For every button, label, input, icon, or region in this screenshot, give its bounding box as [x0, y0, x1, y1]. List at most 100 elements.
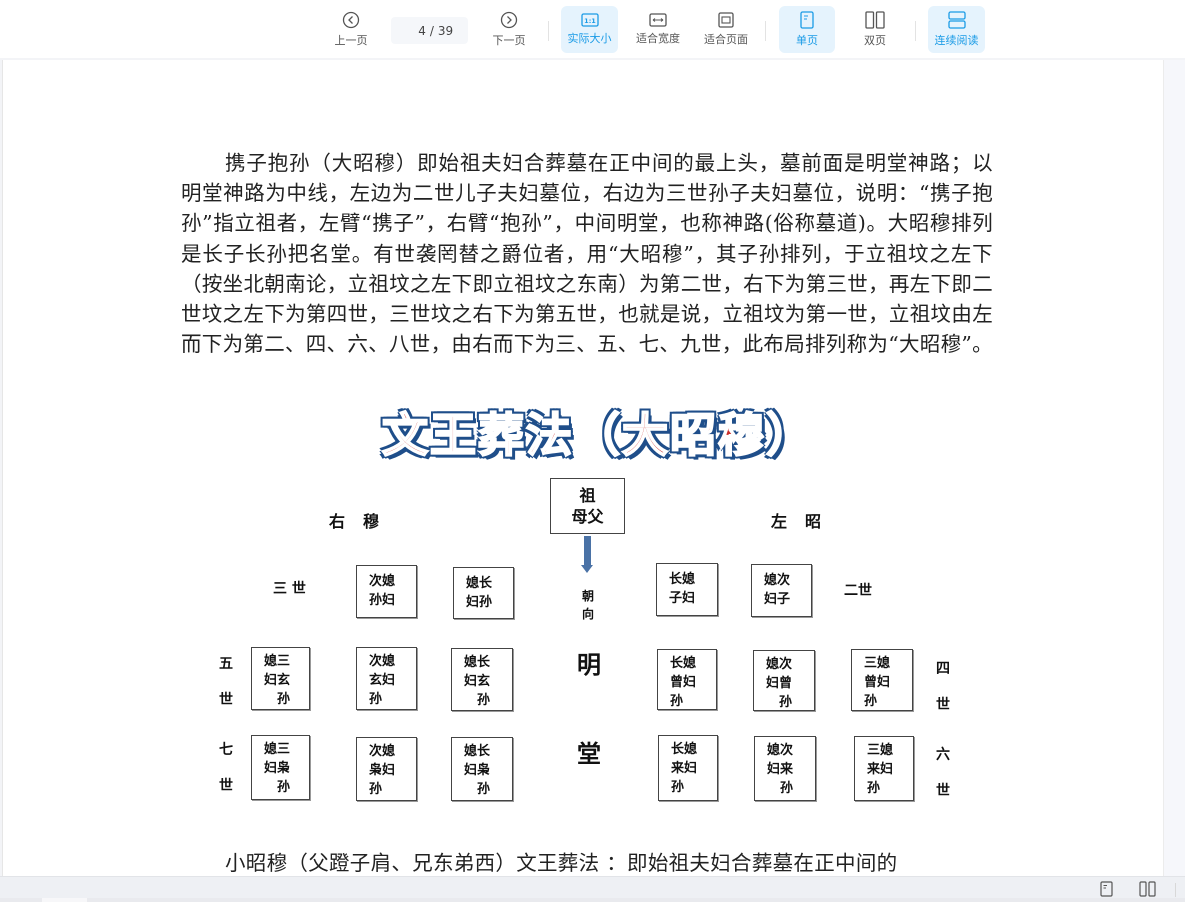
- fit-width-button[interactable]: 适合宽度: [630, 6, 686, 53]
- tomb-line: 长媳: [671, 742, 698, 757]
- tomb-line: 来妇: [671, 761, 698, 776]
- tomb-box-gen4-eldest: 长媳 曾妇 孙: [657, 649, 717, 710]
- toolbar-divider: [765, 21, 766, 41]
- gen-6-label: 六世: [934, 737, 952, 809]
- tomb-box-gen6-third: 三媳 来妇 孙: [854, 736, 914, 801]
- vertical-scrollbar[interactable]: [1163, 60, 1185, 876]
- tomb-line: 孙: [369, 692, 383, 707]
- gen-2-label: 二世: [844, 583, 872, 599]
- tomb-line: 孙: [864, 694, 878, 709]
- tomb-line: 孙: [477, 693, 491, 708]
- fit-page-label: 适合页面: [704, 33, 748, 46]
- double-page-icon: [865, 11, 885, 29]
- tomb-line: 妇孙: [466, 595, 493, 610]
- tomb-line: 媳长: [464, 655, 491, 670]
- tomb-box-gen7-eldest: 媳长 妇枭 孙: [451, 737, 513, 801]
- chevron-right-circle-icon: [500, 11, 518, 29]
- gen-4-label: 四世: [934, 651, 952, 723]
- prev-page-button[interactable]: 上一页: [328, 6, 374, 53]
- gen-5-label: 五世: [217, 646, 235, 718]
- continuous-reading-button[interactable]: 连续阅读: [928, 6, 985, 53]
- tomb-line: 孙: [670, 694, 684, 709]
- tomb-line: 孙: [780, 781, 794, 796]
- tomb-line: 妇曾: [766, 676, 793, 691]
- tomb-line: 长媳: [670, 656, 697, 671]
- ancestor-line: 母父: [571, 507, 604, 526]
- continuous-reading-label: 连续阅读: [934, 34, 979, 47]
- diagram-title: 文王葬法（大昭穆）: [381, 407, 814, 463]
- tomb-line: 长媳: [669, 572, 696, 587]
- tomb-line: 媳次: [767, 743, 794, 758]
- tomb-line: 妇玄: [264, 673, 291, 688]
- tomb-line: 媳三: [264, 742, 291, 757]
- tomb-line: 孙: [477, 782, 491, 797]
- next-page-button[interactable]: 下一页: [486, 6, 532, 53]
- gen-7-label: 七世: [217, 732, 235, 804]
- tomb-box-gen6-eldest: 长媳 来妇 孙: [658, 735, 718, 801]
- tomb-box-gen5-eldest: 媳长 妇玄 孙: [451, 648, 513, 711]
- hall-ming: 明: [577, 651, 601, 679]
- facing-label: 朝 向: [578, 587, 598, 623]
- fit-width-icon: [649, 13, 667, 27]
- current-page-input[interactable]: [405, 23, 426, 38]
- ancestor-box: 祖 母父: [550, 478, 625, 534]
- tomb-line: 媳三: [264, 654, 291, 669]
- tomb-box-gen4-second: 媳次 妇曾 孙: [753, 650, 815, 711]
- status-bar: [0, 876, 1185, 902]
- gen-char: 七: [219, 742, 233, 758]
- next-page-label: 下一页: [492, 34, 526, 47]
- toolbar-divider: [548, 21, 549, 41]
- paragraph-xiao-zhaomu: 小昭穆（父蹬子肩、兄东弟西）文王葬法 ：即始祖夫妇合葬墓在正中间的: [225, 851, 898, 875]
- tomb-line: 来妇: [867, 762, 894, 777]
- tomb-line: 次媳: [369, 654, 396, 669]
- gen-char: 四: [936, 661, 950, 677]
- toolbar: 上一页 / 39 下一页 1:1 实际大小 适合宽度 适合页面 单页 双页 连续…: [0, 0, 1185, 58]
- horizontal-scrollbar-thumb[interactable]: [42, 898, 87, 902]
- tomb-line: 孙: [867, 781, 881, 796]
- gen-char: 世: [219, 692, 233, 708]
- tomb-box-gen3-second: 次媳 孙妇: [356, 565, 417, 618]
- svg-text:1:1: 1:1: [584, 17, 596, 25]
- single-page-button[interactable]: 单页: [779, 6, 835, 53]
- arrow-head-icon: [581, 565, 593, 573]
- facing-char: 向: [581, 607, 594, 621]
- actual-size-icon: 1:1: [580, 13, 599, 27]
- single-page-label: 单页: [796, 34, 818, 47]
- document-page: 携子抱孙（大昭穆）即始祖夫妇合葬墓在正中间的最上头，墓前面是明堂神路；以明堂神路…: [2, 60, 1164, 876]
- tomb-box-gen7-third: 媳三 妇枭 孙: [251, 735, 310, 800]
- tomb-line: 媳次: [766, 657, 793, 672]
- tomb-line: 孙: [277, 692, 291, 707]
- tomb-box-gen7-second: 次媳 枭妇 孙: [356, 737, 417, 801]
- tomb-line: 次媳: [369, 744, 396, 759]
- tomb-line: 妇子: [764, 592, 791, 607]
- tomb-line: 妇枭: [464, 763, 491, 778]
- double-page-icon[interactable]: [1139, 881, 1156, 901]
- document-viewer: 携子抱孙（大昭穆）即始祖夫妇合葬墓在正中间的最上头，墓前面是明堂神路；以明堂神路…: [0, 58, 1185, 876]
- right-mu-label: 右穆: [329, 512, 398, 531]
- horizontal-scrollbar[interactable]: [0, 898, 1185, 902]
- tomb-line: 媳长: [464, 744, 491, 759]
- tomb-line: 枭妇: [369, 763, 396, 778]
- tomb-box-gen4-third: 三媳 曾妇 孙: [851, 649, 913, 711]
- continuous-reading-icon: [947, 11, 966, 29]
- tomb-line: 媳长: [466, 576, 493, 591]
- arrow-down-icon: [584, 536, 591, 566]
- tomb-line: 孙: [369, 782, 383, 797]
- tomb-line: 次媳: [369, 574, 396, 589]
- tomb-line: 三媳: [864, 656, 891, 671]
- total-pages: 39: [437, 23, 454, 38]
- fit-page-button[interactable]: 适合页面: [698, 6, 754, 53]
- gen-char: 世: [219, 778, 233, 794]
- tomb-box-gen2-eldest: 长媳 子妇: [656, 563, 718, 616]
- facing-char: 朝: [581, 589, 594, 603]
- double-page-button[interactable]: 双页: [847, 6, 903, 53]
- tomb-line: 妇枭: [264, 761, 291, 776]
- double-page-label: 双页: [864, 34, 886, 47]
- page-indicator: / 39: [391, 17, 468, 44]
- single-page-icon[interactable]: [1100, 881, 1113, 901]
- gen-char: 世: [936, 783, 950, 799]
- actual-size-button[interactable]: 1:1 实际大小: [561, 6, 618, 53]
- toolbar-divider: [915, 21, 916, 41]
- ancestor-line: 祖: [579, 486, 596, 505]
- tomb-line: 孙: [671, 780, 685, 795]
